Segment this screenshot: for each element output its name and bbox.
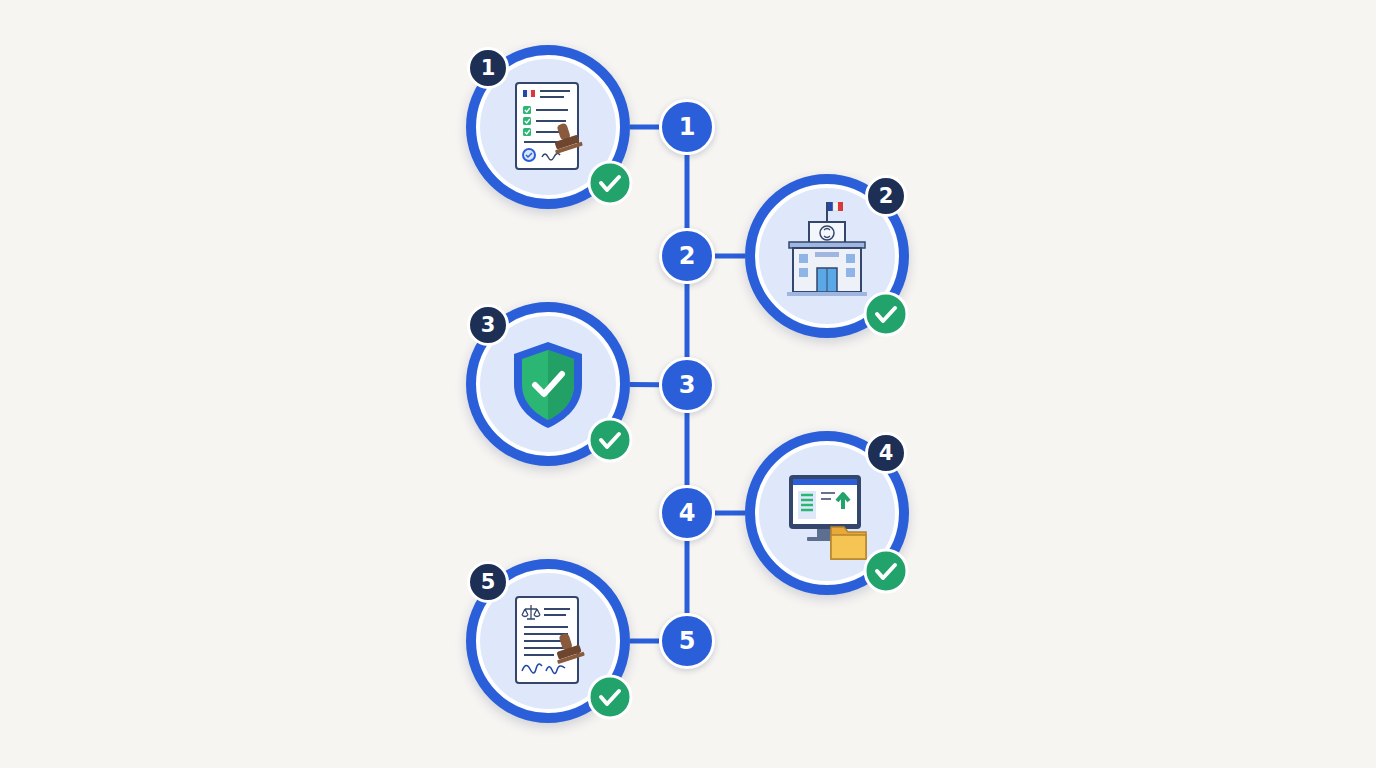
timeline-step-circle: 5 — [659, 613, 715, 669]
step-number-badge: 3 — [467, 304, 509, 346]
timeline-connector — [715, 511, 745, 516]
timeline-step-circle: 2 — [659, 228, 715, 284]
step-icon-circle: 1 — [466, 45, 630, 209]
step-number-badge: 2 — [865, 175, 907, 217]
timeline-connector — [685, 284, 690, 357]
step-number-badge: 5 — [467, 561, 509, 603]
callout-number: 3 — [481, 315, 496, 336]
callout-number: 4 — [879, 443, 894, 464]
callout-number: 2 — [879, 186, 894, 207]
step-number: 5 — [679, 629, 696, 653]
timeline-step-circle: 1 — [659, 99, 715, 155]
step-icon-circle: 3 — [466, 302, 630, 466]
step-number: 1 — [679, 115, 696, 139]
callout-number: 1 — [481, 58, 496, 79]
timeline-connector — [630, 382, 659, 387]
timeline-connector — [630, 125, 659, 130]
timeline-step-circle: 4 — [659, 485, 715, 541]
step-icon-circle: 4 — [745, 431, 909, 595]
timeline-connector — [630, 639, 659, 644]
timeline-connector — [685, 155, 690, 228]
step-number: 3 — [679, 373, 696, 397]
callout-number: 5 — [481, 572, 496, 593]
step-icon-circle: 5 — [466, 559, 630, 723]
step-icon-circle: 2 — [745, 174, 909, 338]
timeline-connector — [715, 254, 745, 259]
step-number-badge: 1 — [467, 47, 509, 89]
timeline-step-circle: 3 — [659, 357, 715, 413]
step-number: 2 — [679, 244, 696, 268]
step-number: 4 — [679, 501, 696, 525]
timeline-connector — [685, 413, 690, 485]
step-number-badge: 4 — [865, 432, 907, 474]
timeline-connector — [685, 541, 690, 613]
